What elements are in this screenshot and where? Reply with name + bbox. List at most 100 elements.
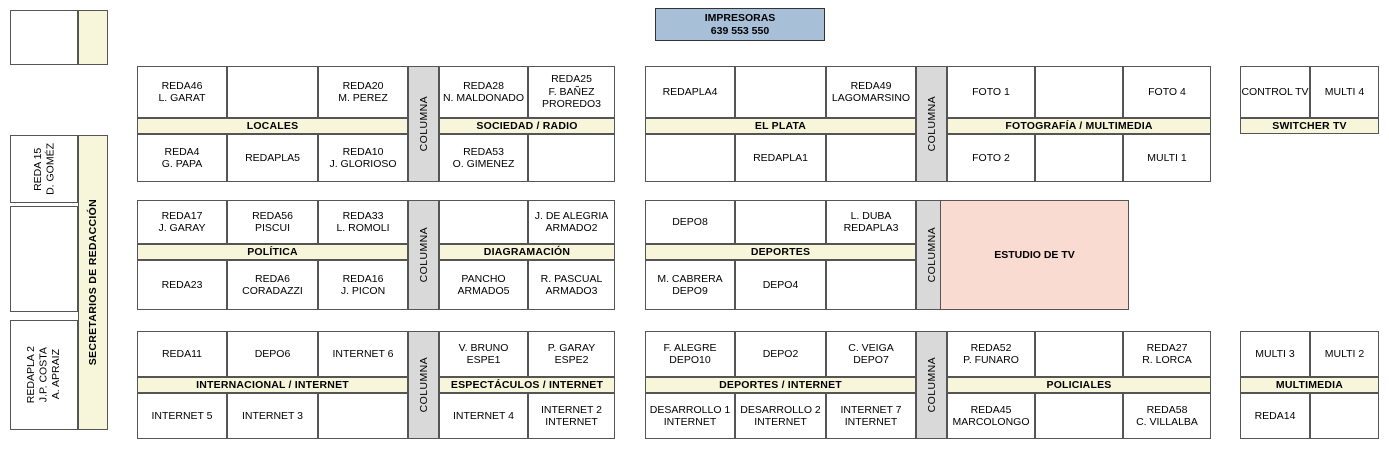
cell-sociedad-bottom-1[interactable]: REDA53 O. GIMENEZ [439, 134, 528, 182]
printers-codes: 639 553 550 [710, 24, 770, 37]
band-policiales: POLICIALES [947, 377, 1211, 393]
cell-diagramacion-bottom-1[interactable]: PANCHO ARMADO5 [439, 260, 528, 310]
cell-internacional-top-1[interactable]: REDA11 [137, 331, 227, 377]
cell-elplata-top-2[interactable] [735, 66, 826, 118]
columna-strip-row1: COLUMNA [408, 66, 439, 182]
cell-politica-bottom-3[interactable]: REDA16 J. PICON [318, 260, 408, 310]
sidebar-top-yellow-strip [78, 10, 108, 65]
cell-locales-bottom-1[interactable]: REDA4 G. PAPA [137, 134, 227, 182]
cell-policiales-top-3[interactable]: REDA27 R. LORCA [1123, 331, 1211, 377]
cell-diagramacion-top-1[interactable] [439, 200, 528, 244]
cell-policiales-bottom-2[interactable] [1035, 393, 1123, 439]
cell-espectaculos-top-1[interactable]: V. BRUNO ESPE1 [439, 331, 528, 377]
cell-elplata-bottom-2[interactable]: REDAPLA1 [735, 134, 826, 182]
band-politica: POLÍTICA [137, 244, 408, 260]
sidebar-cell-redapla2-label: REDAPLA 2 J.P. COSTA A. APRAIZ [25, 346, 63, 404]
cell-espectaculos-bottom-2[interactable]: INTERNET 2 INTERNET [528, 393, 615, 439]
cell-diagramacion-bottom-2[interactable]: R. PASCUAL ARMADO3 [528, 260, 615, 310]
sidebar-cell-empty[interactable] [10, 206, 78, 312]
columna-strip-row2: COLUMNA [408, 200, 439, 310]
columna-label: COLUMNA [925, 96, 938, 152]
sidebar-top-empty-cell[interactable] [10, 10, 78, 65]
cell-foto-bottom-3[interactable]: MULTI 1 [1123, 134, 1211, 182]
cell-deportes-internet-top-2[interactable]: DEPO2 [735, 331, 826, 377]
cell-switcher-multi4[interactable]: MULTI 4 [1310, 66, 1379, 118]
band-espectaculos-internet: ESPECTÁCULOS / INTERNET [439, 377, 615, 393]
cell-sociedad-bottom-2[interactable] [528, 134, 615, 182]
cell-deportes-bottom-2[interactable]: DEPO4 [735, 260, 826, 310]
cell-foto-top-3[interactable]: FOTO 4 [1123, 66, 1211, 118]
cell-locales-bottom-3[interactable]: REDA10 J. GLORIOSO [318, 134, 408, 182]
cell-deportes-top-2[interactable] [735, 200, 826, 244]
cell-politica-bottom-1[interactable]: REDA23 [137, 260, 227, 310]
cell-deportes-internet-top-1[interactable]: F. ALEGRE DEPO10 [645, 331, 735, 377]
cell-politica-top-1[interactable]: REDA17 J. GARAY [137, 200, 227, 244]
cell-policiales-bottom-1[interactable]: REDA45 MARCOLONGO [947, 393, 1035, 439]
cell-locales-top-1[interactable]: REDA46 L. GARAT [137, 66, 227, 118]
band-switcher-tv: SWITCHER TV [1240, 118, 1379, 134]
cell-foto-top-2[interactable] [1035, 66, 1123, 118]
band-el-plata: EL PLATA [645, 118, 916, 134]
columna-label: COLUMNA [417, 357, 430, 413]
cell-internacional-bottom-2[interactable]: INTERNET 3 [227, 393, 318, 439]
cell-locales-top-2[interactable] [227, 66, 318, 118]
cell-policiales-top-1[interactable]: REDA52 P. FUNARO [947, 331, 1035, 377]
cell-politica-bottom-2[interactable]: REDA6 CORADAZZI [227, 260, 318, 310]
cell-deportes-top-3[interactable]: L. DUBA REDAPLA3 [826, 200, 916, 244]
columna-strip-row1-right: COLUMNA [916, 66, 947, 182]
cell-internacional-top-2[interactable]: DEPO6 [227, 331, 318, 377]
cell-deportes-internet-top-3[interactable]: C. VEIGA DEPO7 [826, 331, 916, 377]
cell-foto-bottom-2[interactable] [1035, 134, 1123, 182]
cell-espectaculos-bottom-1[interactable]: INTERNET 4 [439, 393, 528, 439]
cell-deportes-internet-bottom-2[interactable]: DESARROLLO 2 INTERNET [735, 393, 826, 439]
sidebar-cell-reda15-label: REDA 15 D. GOMÉZ [31, 143, 57, 195]
cell-locales-bottom-2[interactable]: REDAPLA5 [227, 134, 318, 182]
cell-multimedia-empty[interactable] [1310, 393, 1379, 439]
cell-multimedia-multi3[interactable]: MULTI 3 [1240, 331, 1310, 377]
cell-foto-top-1[interactable]: FOTO 1 [947, 66, 1035, 118]
printers-header: IMPRESORAS 639 553 550 [655, 8, 825, 41]
sidebar-cell-reda15[interactable]: REDA 15 D. GOMÉZ [10, 135, 78, 203]
cell-sociedad-top-2[interactable]: REDA25 F. BAÑEZ PROREDO3 [528, 66, 615, 118]
sidebar-secretarios-strip: SECRETARIOS DE REDACCIÓN [78, 135, 108, 430]
cell-diagramacion-top-2[interactable]: J. DE ALEGRIA ARMADO2 [528, 200, 615, 244]
estudio-de-tv-block[interactable]: ESTUDIO DE TV [940, 200, 1129, 310]
cell-deportes-internet-bottom-1[interactable]: DESARROLLO 1 INTERNET [645, 393, 735, 439]
band-locales: LOCALES [137, 118, 408, 134]
cell-multimedia-reda14[interactable]: REDA14 [1240, 393, 1310, 439]
cell-foto-bottom-1[interactable]: FOTO 2 [947, 134, 1035, 182]
band-internacional-internet: INTERNACIONAL / INTERNET [137, 377, 408, 393]
cell-elplata-top-1[interactable]: REDAPLA4 [645, 66, 735, 118]
cell-internacional-bottom-1[interactable]: INTERNET 5 [137, 393, 227, 439]
sidebar-secretarios-label: SECRETARIOS DE REDACCIÓN [87, 199, 99, 366]
band-sociedad-radio: SOCIEDAD / RADIO [439, 118, 615, 134]
band-diagramacion: DIAGRAMACIÓN [439, 244, 615, 260]
cell-sociedad-top-1[interactable]: REDA28 N. MALDONADO [439, 66, 528, 118]
band-deportes-internet: DEPORTES / INTERNET [645, 377, 916, 393]
cell-politica-top-2[interactable]: REDA56 PISCUI [227, 200, 318, 244]
band-multimedia: MULTIMEDIA [1240, 377, 1379, 393]
cell-locales-top-3[interactable]: REDA20 M. PEREZ [318, 66, 408, 118]
cell-deportes-bottom-3[interactable] [826, 260, 916, 310]
columna-label: COLUMNA [925, 227, 938, 283]
cell-espectaculos-top-2[interactable]: P. GARAY ESPE2 [528, 331, 615, 377]
cell-internacional-bottom-3[interactable] [318, 393, 408, 439]
cell-politica-top-3[interactable]: REDA33 L. ROMOLI [318, 200, 408, 244]
cell-multimedia-multi2[interactable]: MULTI 2 [1310, 331, 1379, 377]
band-deportes: DEPORTES [645, 244, 916, 260]
cell-policiales-top-2[interactable] [1035, 331, 1123, 377]
cell-policiales-bottom-3[interactable]: REDA58 C. VILLALBA [1123, 393, 1211, 439]
cell-deportes-internet-bottom-3[interactable]: INTERNET 7 INTERNET [826, 393, 916, 439]
columna-label: COLUMNA [417, 227, 430, 283]
printers-title: IMPRESORAS [704, 11, 776, 24]
sidebar-cell-redapla2[interactable]: REDAPLA 2 J.P. COSTA A. APRAIZ [10, 320, 78, 430]
cell-deportes-top-1[interactable]: DEPO8 [645, 200, 735, 244]
cell-switcher-control-tv[interactable]: CONTROL TV [1240, 66, 1310, 118]
cell-internacional-top-3[interactable]: INTERNET 6 [318, 331, 408, 377]
cell-elplata-top-3[interactable]: REDA49 LAGOMARSINO [826, 66, 916, 118]
cell-elplata-bottom-3[interactable] [826, 134, 916, 182]
columna-label: COLUMNA [417, 96, 430, 152]
cell-elplata-bottom-1[interactable] [645, 134, 735, 182]
columna-strip-row3: COLUMNA [408, 331, 439, 439]
cell-deportes-bottom-1[interactable]: M. CABRERA DEPO9 [645, 260, 735, 310]
